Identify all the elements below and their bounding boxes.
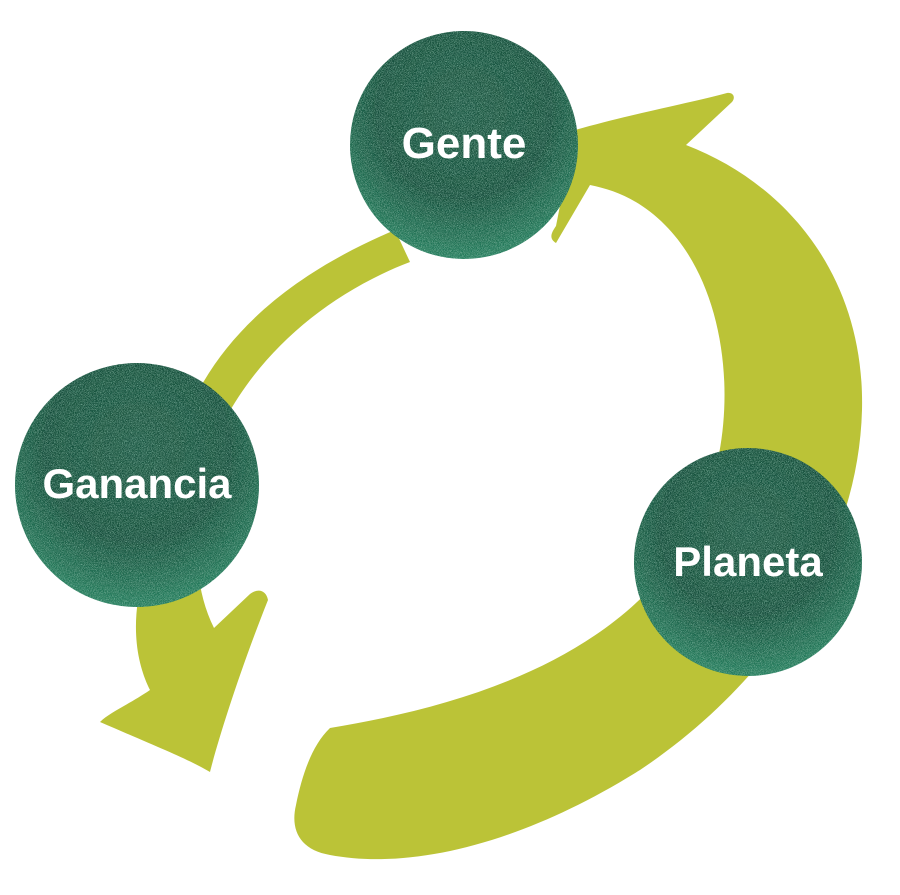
node-label-ganancia: Ganancia — [42, 460, 232, 507]
node-gente: Gente — [350, 31, 578, 259]
node-label-planeta: Planeta — [673, 538, 823, 585]
node-planeta: Planeta — [634, 448, 862, 676]
arrow-ganancia-head — [100, 570, 268, 772]
node-ganancia: Ganancia — [15, 363, 259, 607]
node-label-gente: Gente — [402, 119, 527, 168]
